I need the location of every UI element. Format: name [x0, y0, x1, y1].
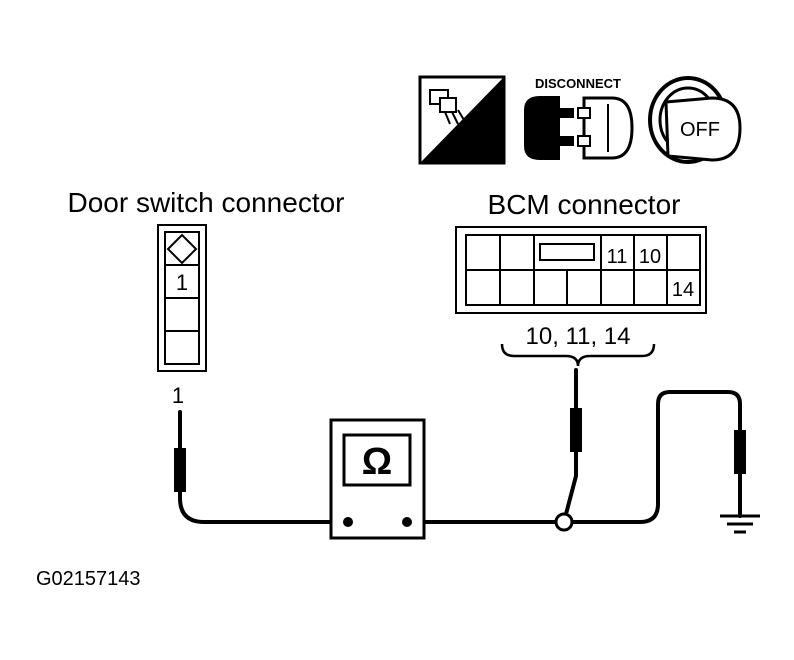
meter-terminal-right	[402, 517, 412, 527]
bcm-connector: 11 10 14	[455, 226, 707, 314]
bcm-latch	[539, 243, 595, 261]
door-switch-connector: 1	[157, 224, 207, 372]
bcm-cell-14: 14	[672, 279, 694, 301]
meter-terminal-left	[343, 517, 353, 527]
ground-probe	[734, 430, 746, 474]
figure-id: G02157143	[36, 568, 141, 590]
door-switch-cell-1: 1	[176, 270, 188, 295]
bcm-cell-10: 10	[639, 246, 661, 268]
door-switch-connector-title: Door switch connector	[67, 187, 344, 218]
bcm-cell-11: 11	[607, 246, 628, 268]
ignition-off-icon: OFF	[648, 76, 742, 164]
ohm-symbol: Ω	[362, 441, 392, 483]
off-label: OFF	[680, 119, 720, 141]
bcm-pins-label: 10, 11, 14	[526, 323, 631, 350]
harness-side-icon: H.S.	[418, 75, 506, 165]
ground-icon	[720, 514, 760, 534]
disconnect-icon: DISCONNECT	[524, 76, 634, 160]
hs-label: H.S.	[456, 142, 493, 163]
wiring	[178, 368, 742, 524]
bcm-probe	[570, 408, 582, 452]
door-switch-pin-label: 1	[172, 383, 184, 408]
bcm-connector-title: BCM connector	[488, 189, 681, 220]
ohmmeter: Ω	[329, 418, 426, 540]
wire-junction	[554, 512, 574, 532]
disconnect-label: DISCONNECT	[535, 76, 621, 91]
bcm-pins-brace	[500, 343, 656, 367]
connector-key-icon	[166, 233, 198, 265]
door-switch-probe	[174, 448, 186, 492]
